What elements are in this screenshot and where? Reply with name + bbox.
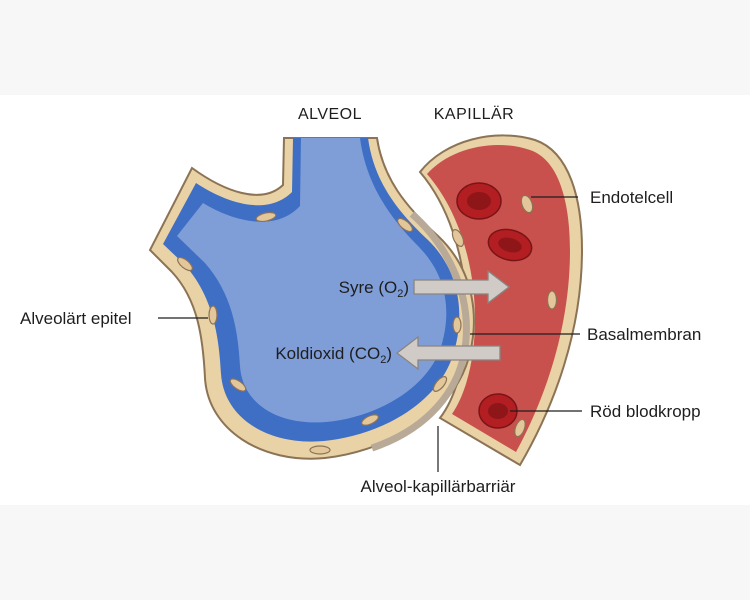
epithelial-nucleus [432,376,448,392]
oxygen-arrow [413,269,511,305]
capillary [418,134,584,467]
endothelial-nucleus [546,290,558,310]
epithelial-nucleus [397,217,413,233]
endothelial-nucleus [451,229,465,247]
header-kapillar: KAPILLÄR [434,105,514,123]
label-barrier: Alveol-kapillärbarriär [361,477,516,496]
epithelial-nucleus [229,378,247,392]
red-blood-cells [456,182,533,429]
alveolus [148,137,475,460]
epithelial-nucleus [255,211,277,223]
epithelial-nucleus [208,305,218,325]
label-basalmembran: Basalmembran [587,325,701,344]
header-alveol: ALVEOL [298,106,362,123]
epithelial-nucleus [309,445,331,455]
capillary-lumen [427,144,570,452]
epithelial-nucleus [177,256,193,272]
epithelial-nuclei [177,211,462,455]
co2-arrow [395,335,501,371]
gas-exchange-arrows [395,269,511,371]
oxygen-label: Syre (O2) [339,278,409,300]
leader-lines [158,196,582,472]
red-blood-cell-center [467,192,491,210]
red-blood-cell-center [498,237,522,253]
label-rod-blodkropp: Röd blodkropp [590,402,701,421]
epithelial-nucleus [361,414,379,426]
endothelial-nucleus [514,418,526,438]
label-alveolart-epitel: Alveolärt epitel [20,309,132,328]
endothelial-nucleus [520,194,534,214]
label-endotelcell: Endotelcell [590,188,673,207]
basement-membrane [370,211,470,452]
red-blood-cell-center [488,403,508,419]
co2-label: Koldioxid (CO2) [275,344,392,366]
epithelial-nucleus [452,316,462,334]
alveolar-air-space [177,138,447,423]
